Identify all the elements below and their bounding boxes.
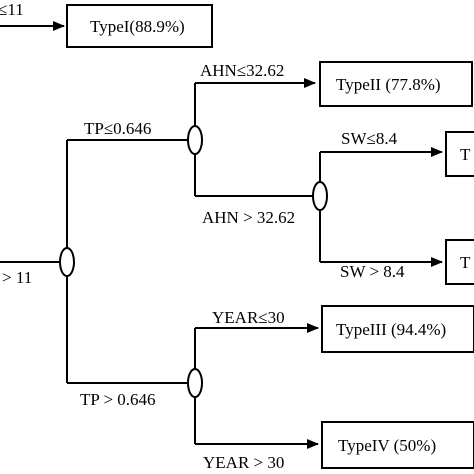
split-node-tp-le: [187, 125, 203, 155]
edge-label-sw-le: SW≤8.4: [341, 129, 398, 148]
edge-label-year-le: YEAR≤30: [212, 308, 285, 327]
leaf-label-type4: TypeIV (50%): [338, 436, 436, 455]
leaf-box-type1: [66, 4, 213, 48]
leaf-label-sw-le: T: [460, 145, 471, 164]
edge-label-tp-gt: TP > 0.646: [80, 390, 156, 409]
leaf-box-sw-gt: [445, 239, 474, 285]
leaf-label-type1: TypeI(88.9%): [90, 17, 185, 36]
leaf-label-sw-gt: T: [460, 253, 471, 272]
leaf-label-type2: TypeII (77.8%): [336, 75, 441, 94]
leaf-box-type3: [321, 305, 474, 353]
edge-label-year-gt: YEAR > 30: [203, 453, 284, 472]
split-node-tp-gt: [187, 368, 203, 398]
edge-label-ahn-gt: AHN > 32.62: [202, 208, 295, 227]
leaf-box-sw-le: [445, 131, 474, 177]
leaf-label-type3: TypeIII (94.4%): [336, 320, 446, 339]
split-node-root: [59, 247, 75, 277]
edge-label-le-11: ≤11: [0, 0, 24, 19]
split-node-ahn-gt: [312, 181, 328, 211]
leaf-box-type2: [319, 61, 473, 107]
edge-label-tp-le: TP≤0.646: [84, 119, 151, 138]
edge-label-sw-gt: SW > 8.4: [340, 262, 405, 281]
edge-label-ahn-le: AHN≤32.62: [200, 61, 284, 80]
edge-label-gt-11: > 11: [2, 268, 32, 287]
leaf-box-type4: [321, 421, 474, 469]
